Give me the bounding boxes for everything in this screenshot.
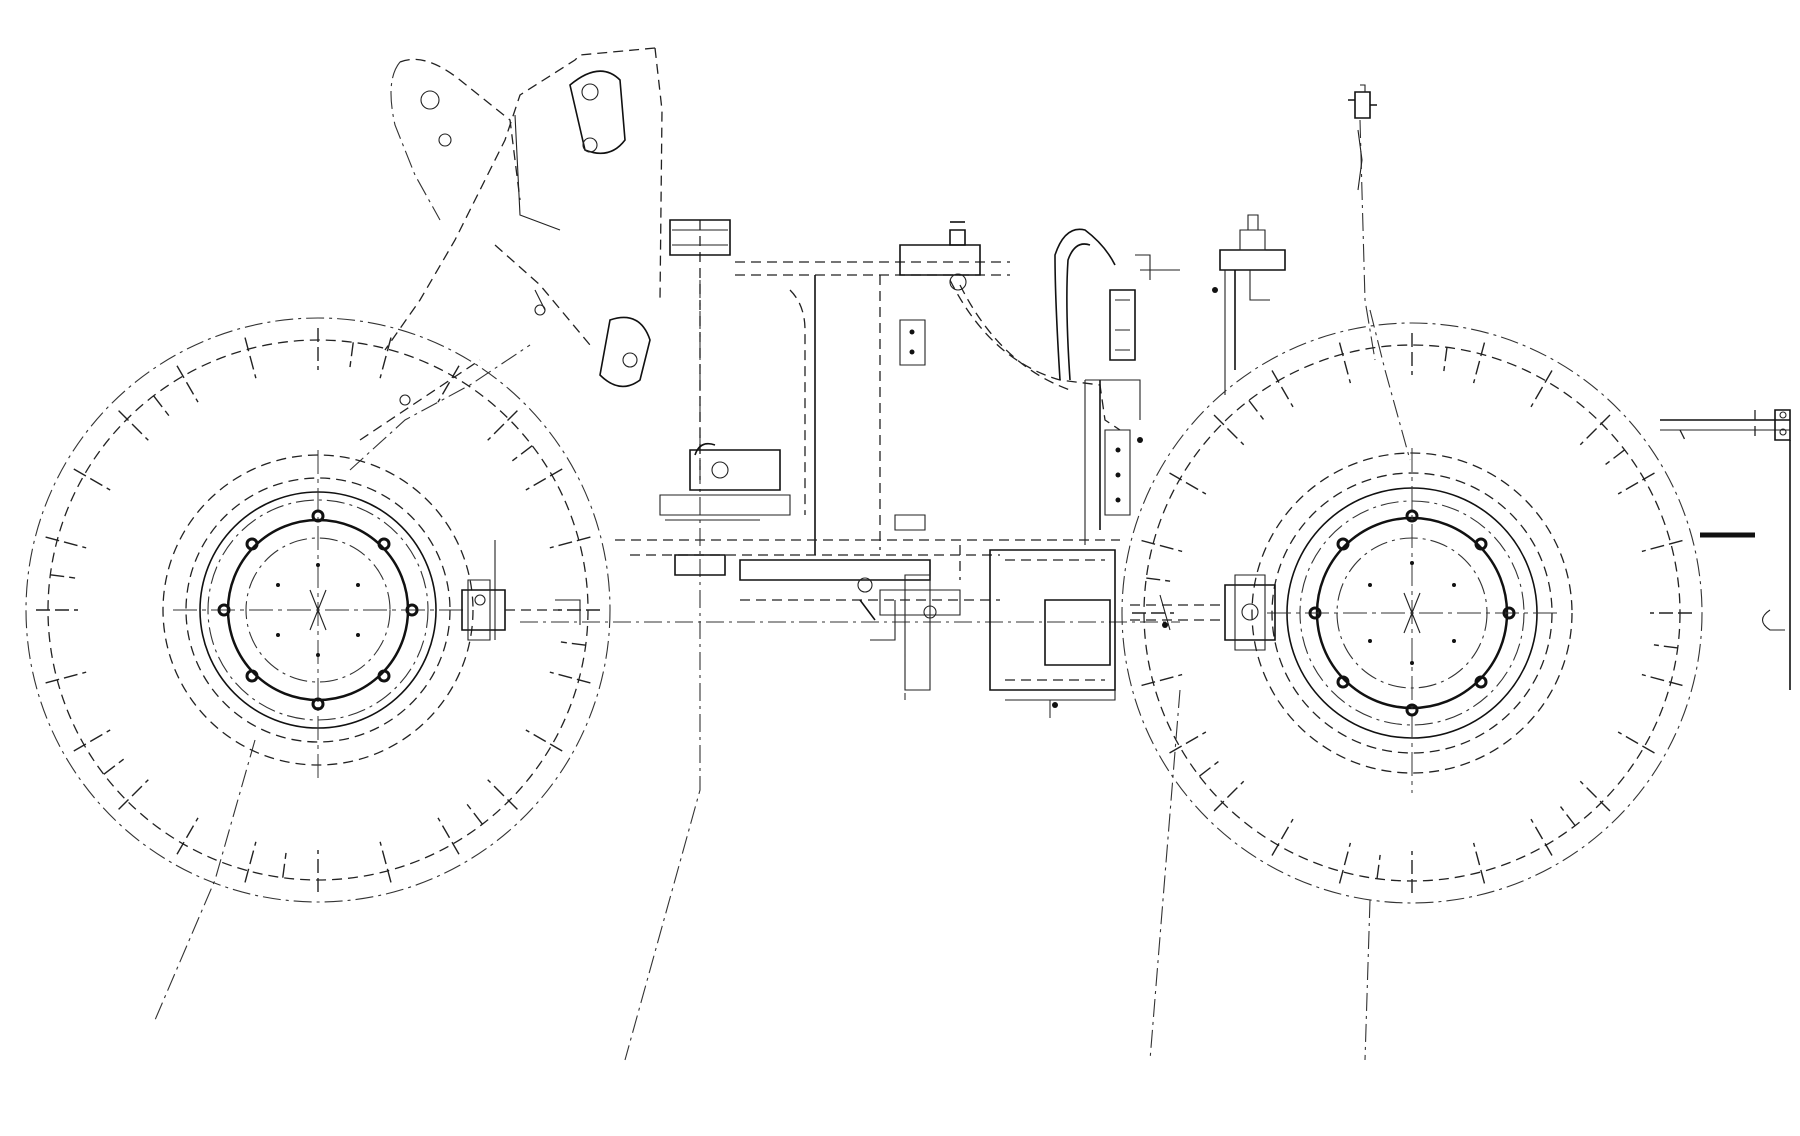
rear-wheel (1121, 322, 1703, 904)
front-tyre-outline (25, 317, 611, 903)
rear-tread-lugs (1132, 333, 1692, 893)
chassis-frame (494, 219, 1180, 720)
rear-rail (1660, 409, 1791, 690)
rear-wheel-bolts (1308, 509, 1516, 717)
rear-tyre-outline (1121, 322, 1703, 904)
front-wheel-bolts (217, 509, 419, 711)
cab-column (1054, 214, 1286, 545)
loader-arm (154, 47, 701, 1061)
front-axle-stub (461, 579, 581, 641)
front-tread-lugs (36, 328, 600, 892)
rear-driveshaft (1130, 574, 1371, 1061)
front-wheel (25, 317, 611, 903)
exhaust-pipe (1348, 84, 1411, 461)
